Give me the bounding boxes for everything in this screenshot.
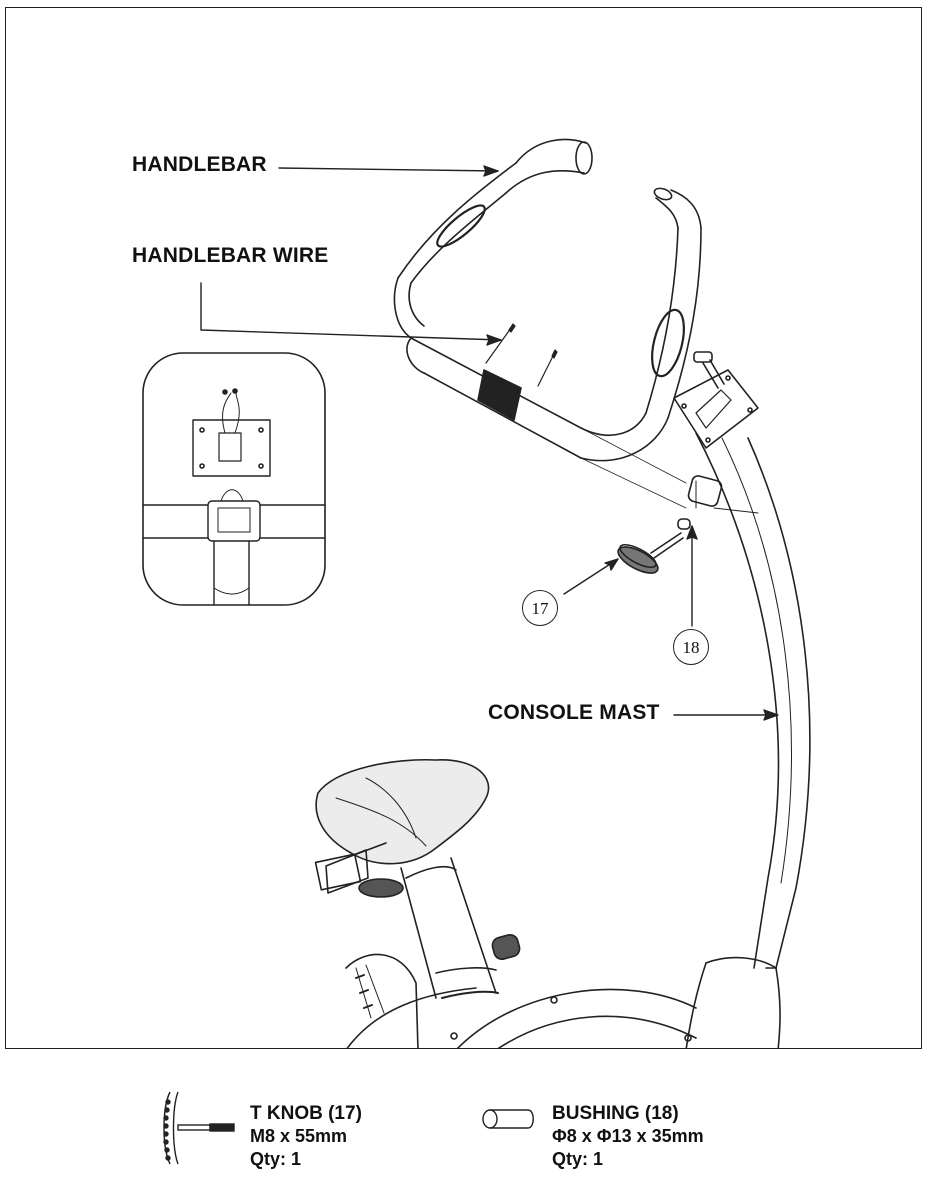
- callout-18: 18: [673, 629, 709, 665]
- t-knob-drawing: [617, 518, 691, 574]
- handlebar-label: HANDLEBAR: [132, 153, 267, 176]
- handlebar-drawing: [393, 138, 723, 509]
- handlebar-wires-drawing: [485, 323, 558, 387]
- bushing-size: Φ8 x Φ13 x 35mm: [552, 1126, 704, 1146]
- bushing-icon: [480, 1108, 538, 1130]
- bushing-name: BUSHING (18): [552, 1103, 679, 1124]
- seat-drawing: [314, 758, 697, 1048]
- bushing-spec: BUSHING (18) Φ8 x Φ13 x 35mm Qty: 1: [552, 1102, 704, 1171]
- t-knob-name: T KNOB (17): [250, 1103, 362, 1124]
- t-knob-spec: T KNOB (17) M8 x 55mm Qty: 1: [250, 1102, 362, 1171]
- parts-list: T KNOB (17) M8 x 55mm Qty: 1 BUSHING (18…: [0, 1050, 929, 1184]
- console-mast-drawing: [673, 351, 811, 1048]
- handlebar-wire-label: HANDLEBAR WIRE: [132, 244, 329, 267]
- assembly-drawing: [142, 138, 811, 1048]
- t-knob-size: M8 x 55mm: [250, 1126, 348, 1146]
- leader-lines: [200, 165, 779, 721]
- bushing-qty: Qty: 1: [552, 1149, 604, 1169]
- detail-inset-drawing: [142, 352, 326, 606]
- callout-17: 17: [522, 590, 558, 626]
- t-knob-icon: [158, 1088, 238, 1168]
- console-mast-label: CONSOLE MAST: [488, 701, 660, 724]
- assembly-diagram: HANDLEBAR HANDLEBAR WIRE CONSOLE MAST 17…: [5, 7, 922, 1049]
- t-knob-qty: Qty: 1: [250, 1149, 302, 1169]
